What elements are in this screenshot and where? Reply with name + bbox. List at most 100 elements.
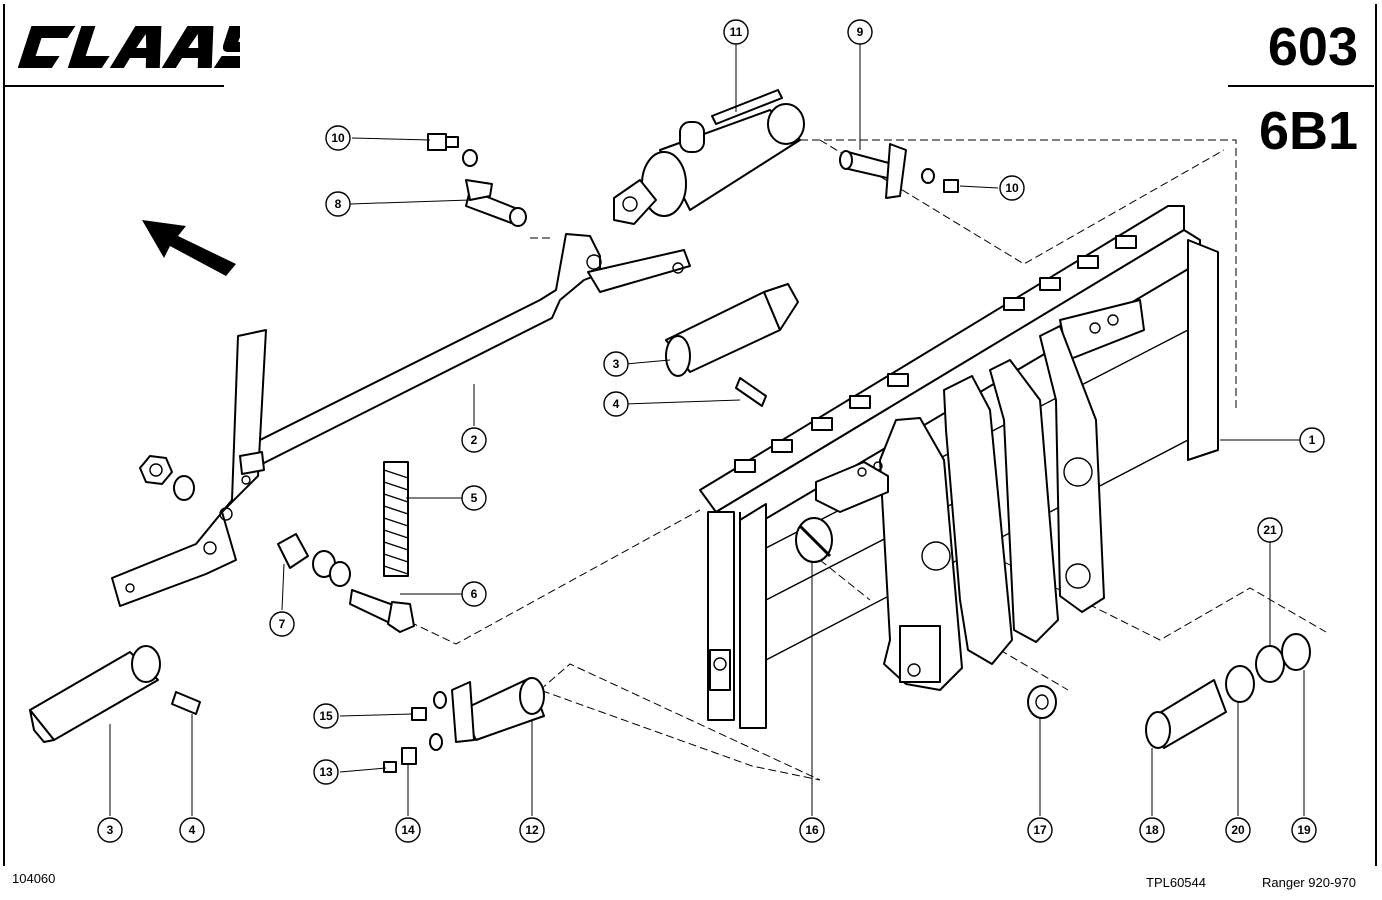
pin-part-3-lower — [29, 645, 161, 743]
bolts-part-10 — [427, 133, 959, 193]
bushing-and-bolt-parts-6-7 — [277, 533, 415, 633]
callout-label: 3 — [107, 823, 114, 837]
callout-c6: 6 — [461, 581, 487, 607]
callout-label: 1 — [1309, 433, 1316, 447]
pin-part-12 — [451, 677, 545, 743]
callout-label: 8 — [335, 197, 342, 211]
callout-label: 3 — [613, 357, 620, 371]
callout-label: 11 — [730, 25, 743, 39]
callout-label: 17 — [1033, 823, 1047, 837]
callout-label: 13 — [319, 765, 333, 779]
callout-circle — [1257, 517, 1283, 543]
callout-c7: 7 — [269, 611, 295, 637]
callout-label: 14 — [401, 823, 415, 837]
callout-circle — [313, 759, 339, 785]
callout-label: 10 — [1005, 181, 1019, 195]
callout-c3a: 3 — [603, 351, 629, 377]
direction-arrow-icon — [142, 220, 236, 276]
callout-c19: 19 — [1291, 817, 1317, 843]
callout-circle — [179, 817, 205, 843]
callout-label: 16 — [805, 823, 819, 837]
callout-c9: 9 — [847, 19, 873, 45]
pin-part-9 — [839, 143, 907, 199]
callout-c13: 13 — [313, 759, 339, 785]
pin-part-4-lower — [171, 691, 201, 715]
callout-label: 18 — [1145, 823, 1159, 837]
callout-circle — [1291, 817, 1317, 843]
callout-circle — [999, 175, 1025, 201]
linkage-rod-part-2 — [111, 233, 691, 607]
callout-circle — [603, 351, 629, 377]
page-code-secondary: 6B1 — [1258, 101, 1358, 161]
callout-c3b: 3 — [97, 817, 123, 843]
callout-c8: 8 — [325, 191, 351, 217]
callout-c1: 1 — [1299, 427, 1325, 453]
callout-c10a: 10 — [325, 125, 351, 151]
callout-label: 15 — [319, 709, 333, 723]
callout-leader-lines — [109, 42, 1305, 816]
claas-logo — [17, 26, 240, 68]
pin-part-8 — [465, 179, 527, 227]
callout-circle — [325, 125, 351, 151]
callout-circle — [1225, 817, 1251, 843]
callout-circle — [269, 611, 295, 637]
callout-c2: 2 — [461, 427, 487, 453]
callout-c4a: 4 — [603, 391, 629, 417]
page-code-primary: 603 — [1267, 17, 1358, 77]
callout-circle — [847, 19, 873, 45]
callout-c11: 11 — [723, 19, 749, 45]
callout-circle — [1299, 427, 1325, 453]
callout-c5: 5 — [461, 485, 487, 511]
title-block-lines — [3, 4, 1377, 866]
callout-c16: 16 — [799, 817, 825, 843]
callout-circle — [325, 191, 351, 217]
callout-circle — [519, 817, 545, 843]
callout-c20: 20 — [1225, 817, 1251, 843]
callout-c18: 18 — [1139, 817, 1165, 843]
callout-c12: 12 — [519, 817, 545, 843]
callout-label: 4 — [189, 823, 196, 837]
spring-part-5 — [383, 461, 409, 577]
callout-label: 20 — [1231, 823, 1245, 837]
callout-circle — [603, 391, 629, 417]
hydraulic-cylinder-part-11 — [613, 89, 805, 225]
callout-c15: 15 — [313, 703, 339, 729]
main-frame-part-1 — [699, 205, 1219, 729]
callout-label: 7 — [279, 617, 286, 631]
callout-circle — [313, 703, 339, 729]
drawing-number: 104060 — [12, 871, 56, 886]
callout-circle — [723, 19, 749, 45]
callout-c14: 14 — [395, 817, 421, 843]
callout-label: 6 — [471, 587, 478, 601]
callout-circle — [461, 427, 487, 453]
callout-circle — [395, 817, 421, 843]
parts-17-to-21 — [1027, 633, 1311, 749]
reference-number: TPL60544 — [1146, 875, 1206, 890]
callout-label: 2 — [471, 433, 478, 447]
callout-c4b: 4 — [179, 817, 205, 843]
callout-label: 4 — [613, 397, 620, 411]
callout-circle — [461, 581, 487, 607]
callout-c21: 21 — [1257, 517, 1283, 543]
pin-part-3-upper — [665, 283, 799, 407]
callout-label: 10 — [331, 131, 345, 145]
callout-label: 12 — [525, 823, 539, 837]
callout-circle — [461, 485, 487, 511]
callout-circle — [97, 817, 123, 843]
callout-label: 19 — [1297, 823, 1311, 837]
lever-nut-and-washer — [139, 455, 195, 501]
callout-label: 9 — [857, 25, 864, 39]
part-16-pin — [795, 517, 833, 563]
callout-circle — [1027, 817, 1053, 843]
small-bolts-parts-13-14-15 — [383, 691, 447, 773]
model-range: Ranger 920-970 — [1262, 875, 1356, 890]
callout-c17: 17 — [1027, 817, 1053, 843]
callout-label: 21 — [1263, 523, 1277, 537]
callout-circle — [799, 817, 825, 843]
callout-label: 5 — [471, 491, 478, 505]
callout-circle — [1139, 817, 1165, 843]
callout-c10b: 10 — [999, 175, 1025, 201]
